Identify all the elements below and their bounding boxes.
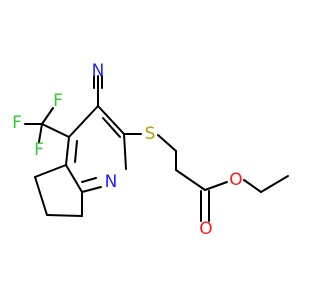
bond-n1-c7a (81, 186, 102, 193)
atom-labels: N S N O O F F F (12, 61, 243, 239)
pyridine-nitrogen-label: N (105, 172, 118, 192)
bonds (24, 75, 289, 222)
bond-cf3-f-bottom (38, 123, 43, 143)
bond-carbonyl-c-o-ether (204, 181, 228, 191)
thioether-sulfur-label: S (145, 124, 156, 144)
bond-c3-c2 (97, 105, 125, 135)
carbonyl-oxygen-label: O (199, 219, 212, 239)
bond-c4a-c4-double (74, 140, 78, 163)
bond-c5-c6 (34, 176, 48, 216)
bond-c4-c3 (68, 105, 99, 138)
bond-c4a-c4 (65, 136, 70, 166)
bond-c7a-c4a (65, 164, 83, 193)
fluorine-top-label: F (53, 91, 63, 111)
bond-o-ethyl-ch2 (243, 179, 262, 193)
chemical-structure-diagram: N S N O O F F F (12, 61, 289, 239)
fluorine-left-label: F (12, 113, 22, 133)
bond-s-ch2 (157, 134, 177, 152)
bond-cf3-f-top (41, 107, 54, 125)
bond-c3-c2-double (102, 117, 121, 138)
bond-c4-cf3 (41, 123, 70, 138)
bond-c2-n1 (123, 133, 127, 170)
bond-c4a-c5 (34, 164, 67, 178)
fluorine-bottom-label: F (34, 140, 44, 160)
bond-n1-c7a-double (81, 177, 97, 183)
bond-ethyl-ch2-ch3 (260, 175, 289, 193)
bond-ch2-carbonyl-c (175, 169, 206, 191)
nitrile-nitrogen-label: N (92, 61, 105, 81)
bond-c6-c7 (46, 214, 83, 217)
ether-oxygen-label: O (229, 170, 242, 190)
